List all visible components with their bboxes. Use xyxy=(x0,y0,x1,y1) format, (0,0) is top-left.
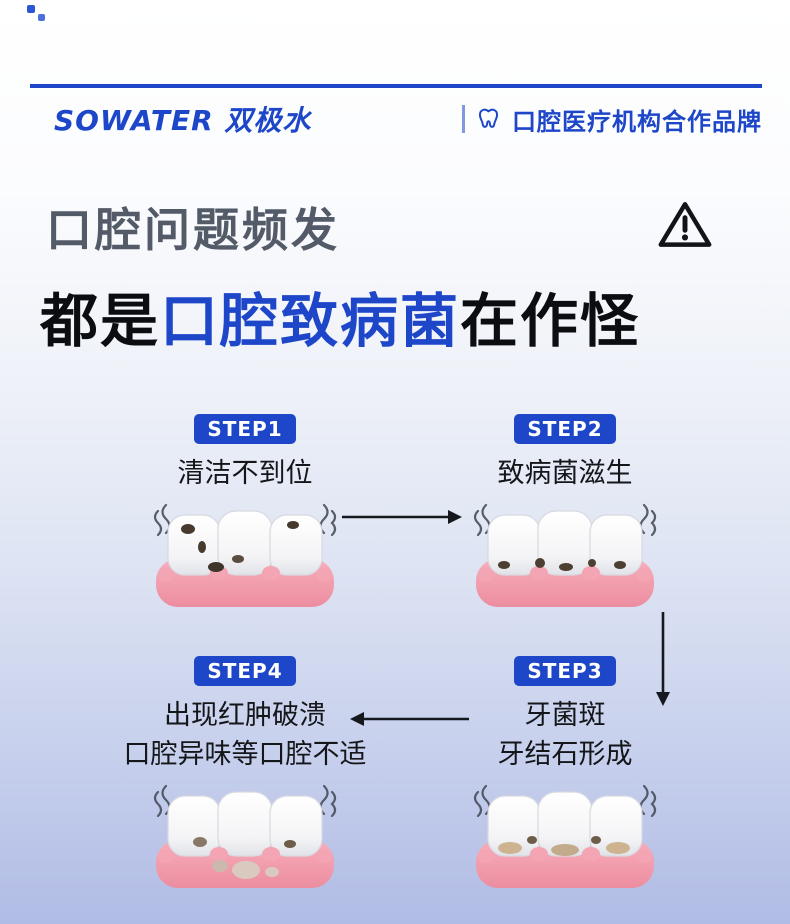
headline-line2: 都是口腔致病菌在作怪 xyxy=(40,274,640,358)
step-3-label: 牙菌斑 牙结石形成 xyxy=(498,696,633,774)
step-1-card: STEP1 清洁不到位 xyxy=(105,414,385,613)
step-3-card: STEP3 牙菌斑 牙结石形成 xyxy=(425,656,705,894)
header-partner-group: 口腔医疗机构合作品牌 xyxy=(462,102,762,137)
tartar-spots xyxy=(498,836,630,857)
step-4-card: STEP4 出现红肿破溃 口腔异味等口腔不适 xyxy=(105,656,385,894)
arrow-step2-to-step3 xyxy=(656,612,670,706)
decay-spots xyxy=(181,521,299,573)
partner-label: 口腔医疗机构合作品牌 xyxy=(512,107,762,136)
headline-highlight: 口腔致病菌 xyxy=(160,287,461,355)
arrow-step3-to-step4 xyxy=(350,712,469,726)
header-separator xyxy=(462,105,465,133)
header-rule-line xyxy=(30,84,762,88)
step-2-line-1: 致病菌滋生 xyxy=(497,458,633,489)
headline-suffix: 在作怪 xyxy=(460,287,641,355)
tooth-icon xyxy=(478,108,499,128)
teeth-illustration-bacteria xyxy=(473,504,657,609)
headline-line1: 口腔问题频发 xyxy=(46,203,340,257)
teeth-illustration-ulcer xyxy=(153,785,337,890)
arrow-step1-to-step2 xyxy=(342,510,462,524)
teeth-illustration-decay xyxy=(153,504,337,609)
step-4-line-1: 出现红肿破溃 xyxy=(164,700,326,731)
step-1-line-1: 清洁不到位 xyxy=(177,458,313,489)
ulcer-spots xyxy=(193,837,296,880)
step-3-badge: STEP3 xyxy=(514,656,616,686)
corner-decoration xyxy=(27,5,45,21)
brand-logo: SOWATER 双极水 xyxy=(54,104,312,137)
bacteria-spots xyxy=(498,558,626,572)
step-1-label: 清洁不到位 xyxy=(178,454,313,493)
header: SOWATER 双极水 口腔医疗机构合作品牌 xyxy=(30,96,762,142)
warning-triangle-icon xyxy=(658,202,712,247)
step-2-card: STEP2 致病菌滋生 xyxy=(425,414,705,613)
step-2-badge: STEP2 xyxy=(514,414,616,444)
step-2-label: 致病菌滋生 xyxy=(498,454,633,493)
step-4-line-2: 口腔异味等口腔不适 xyxy=(123,739,367,771)
step-3-line-2: 牙结石形成 xyxy=(497,739,633,771)
step-1-badge: STEP1 xyxy=(194,414,296,444)
step-4-label: 出现红肿破溃 口腔异味等口腔不适 xyxy=(124,696,367,774)
teeth-illustration-tartar xyxy=(473,785,657,890)
step-3-line-1: 牙菌斑 xyxy=(524,700,606,731)
step-4-badge: STEP4 xyxy=(194,656,296,686)
headline-prefix: 都是 xyxy=(40,287,161,355)
